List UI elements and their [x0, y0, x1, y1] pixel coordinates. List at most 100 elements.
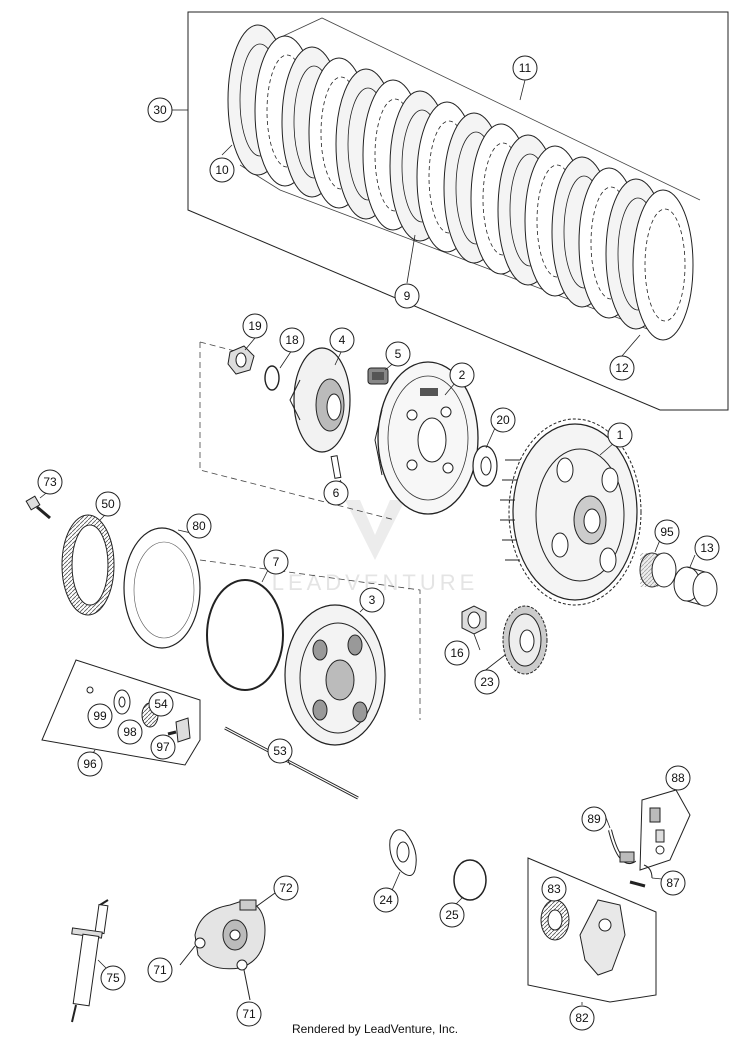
callout-number: 3 — [369, 593, 376, 607]
callout-number: 2 — [459, 368, 466, 382]
callout-circle — [449, 362, 475, 388]
footer-credit: Rendered by LeadVenture, Inc. — [291, 1022, 459, 1036]
callout-circle — [665, 765, 691, 791]
washer — [264, 365, 280, 391]
callout-circle — [581, 806, 607, 832]
callout-number: 9 — [404, 289, 411, 303]
clutch-plate-inner — [644, 208, 686, 322]
callout-circle — [150, 734, 176, 760]
clutch-plate-stack — [227, 24, 694, 341]
bushing — [673, 566, 718, 607]
callout-circle — [512, 55, 538, 81]
callout-circle — [654, 519, 680, 545]
clutch-basket — [374, 361, 479, 515]
callout-number: 89 — [587, 812, 601, 826]
callout-number: 19 — [248, 319, 262, 333]
leader-lines — [39, 79, 696, 1005]
callout-circle — [394, 283, 420, 309]
callout-number: 20 — [496, 413, 510, 427]
callout-number: 1 — [617, 428, 624, 442]
primary-drive-gear — [502, 605, 548, 675]
callout-number: 97 — [156, 740, 170, 754]
thrust-washer — [472, 445, 498, 487]
callout-number: 30 — [153, 103, 167, 117]
callout-number: 6 — [333, 486, 340, 500]
callout-number: 95 — [660, 525, 674, 539]
callout-circle — [607, 422, 633, 448]
callout-circle — [147, 957, 173, 983]
callout-circle — [444, 640, 470, 666]
callout-number: 53 — [273, 744, 287, 758]
needle-bearing — [639, 552, 677, 588]
callout-number: 71 — [242, 1007, 256, 1021]
clutch-hose — [608, 829, 653, 888]
clutch-plates-group — [187, 11, 729, 411]
callout-circle — [359, 587, 385, 613]
callout-number: 99 — [93, 709, 107, 723]
callout-circle — [95, 491, 121, 517]
slave-cylinder — [179, 892, 276, 1001]
bleed-syringe — [71, 899, 109, 1023]
clutch-plate — [632, 189, 694, 341]
callout-number: 10 — [215, 163, 229, 177]
callout-number: 83 — [547, 882, 561, 896]
callout-circle — [242, 313, 268, 339]
callout-number: 11 — [519, 61, 532, 75]
callout-circle — [694, 535, 720, 561]
callout-circle — [147, 97, 173, 123]
callout-circle — [490, 407, 516, 433]
gear-nut — [461, 605, 487, 635]
release-bearing-kit — [41, 659, 201, 766]
callout-number: 87 — [666, 876, 680, 890]
callout-circle — [660, 870, 686, 896]
callout-circle — [279, 327, 305, 353]
callout-circle — [186, 513, 212, 539]
callout-number: 24 — [379, 893, 393, 907]
callout-circle — [373, 887, 399, 913]
callout-number: 80 — [192, 519, 206, 533]
callout-circle — [385, 341, 411, 367]
cover-disc — [123, 527, 201, 649]
callout-number: 12 — [615, 361, 629, 375]
callout-circle — [273, 875, 299, 901]
callout-circle — [323, 480, 349, 506]
callout-circle — [329, 327, 355, 353]
callout-number: 54 — [154, 697, 168, 711]
callout-circle — [37, 469, 63, 495]
callout-number: 82 — [575, 1011, 589, 1025]
callout-number: 96 — [83, 757, 97, 771]
callout-number: 72 — [279, 881, 293, 895]
hub-group — [199, 341, 396, 521]
callout-circle — [541, 876, 567, 902]
o-ring — [206, 579, 284, 691]
callout-number: 98 — [123, 725, 137, 739]
callout-circle — [569, 1005, 595, 1031]
inner-hub — [289, 347, 351, 453]
callout-number: 75 — [106, 971, 120, 985]
callout-number: 4 — [339, 333, 346, 347]
callout-number: 73 — [43, 475, 57, 489]
callout-number: 7 — [273, 555, 280, 569]
callout-circle — [439, 902, 465, 928]
callout-number: 88 — [671, 771, 685, 785]
slave-o-ring — [453, 859, 487, 901]
callout-circle — [117, 719, 143, 745]
callout-circle — [148, 691, 174, 717]
push-rod — [224, 726, 359, 800]
bleed-valve-kit — [639, 789, 691, 871]
callout-number: 5 — [395, 347, 402, 361]
callout-number: 25 — [445, 908, 459, 922]
callout-circle — [263, 549, 289, 575]
callout-number: 16 — [450, 646, 464, 660]
callout-circle — [474, 669, 500, 695]
callout-number: 50 — [101, 497, 115, 511]
screw — [25, 495, 51, 520]
callout-number: 23 — [480, 675, 494, 689]
callout-number: 18 — [285, 333, 299, 347]
pressure-plate — [284, 604, 386, 746]
callout-circle — [100, 965, 126, 991]
callout-number: 13 — [700, 541, 714, 555]
callout-number: 71 — [153, 963, 167, 977]
watermark: LEADVENTURE — [272, 500, 474, 595]
